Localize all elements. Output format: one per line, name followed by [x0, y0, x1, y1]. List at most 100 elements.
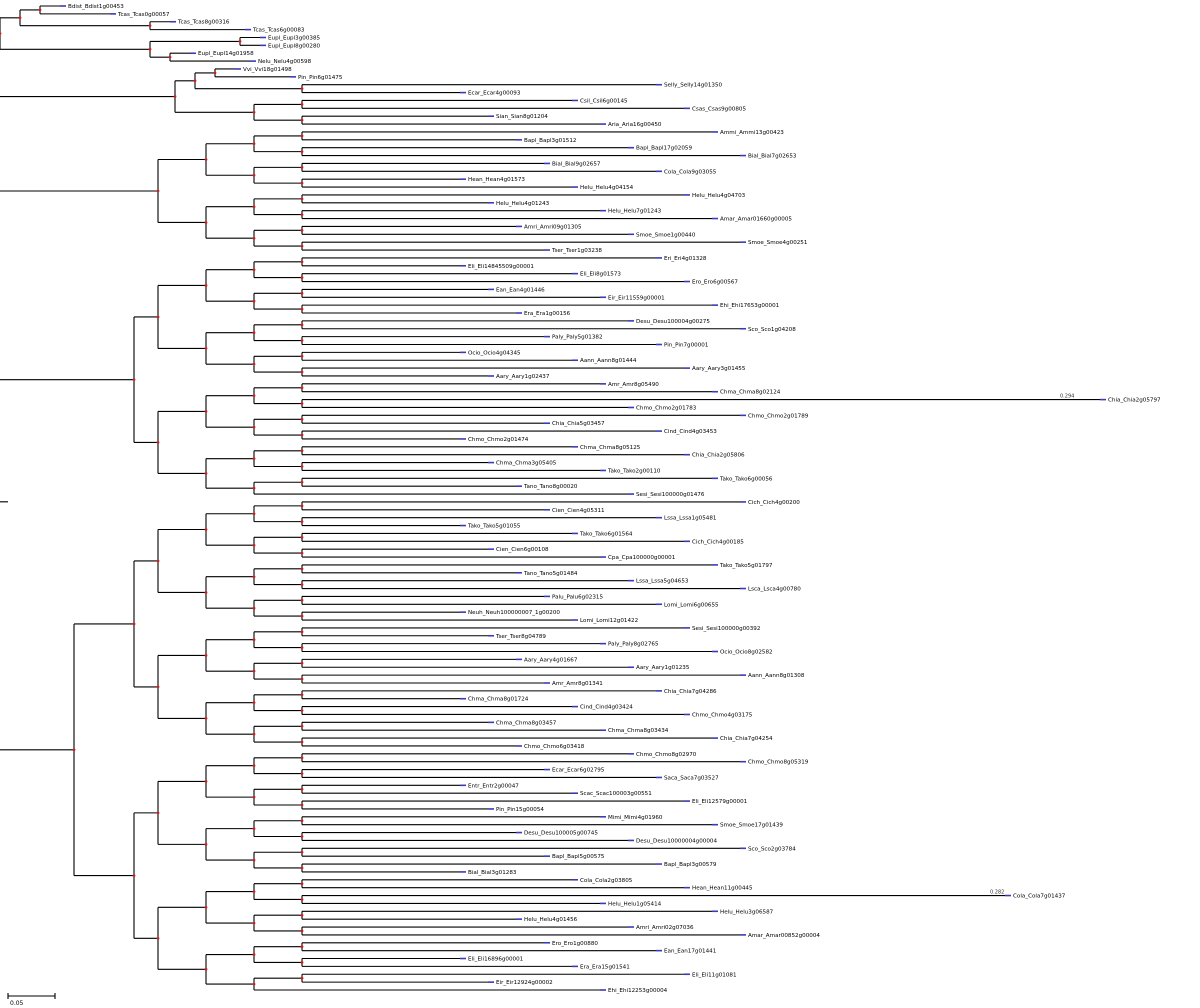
internal-node	[300, 976, 304, 980]
internal-node	[132, 622, 136, 626]
internal-node	[300, 819, 304, 823]
internal-node	[38, 8, 42, 12]
internal-node	[300, 598, 304, 602]
internal-node	[252, 512, 256, 516]
internal-node	[156, 685, 160, 689]
leaf-label: Chmo_Chmo2g01474	[468, 437, 529, 443]
leaf-label: Eli_Eli16896g00001	[468, 957, 524, 963]
internal-node	[204, 967, 208, 971]
internal-node	[252, 331, 256, 335]
leaf-label: Helu_Helu4g01456	[524, 917, 578, 923]
internal-node	[156, 559, 160, 563]
leaf-label: Eir_Eir11559g00001	[608, 295, 665, 301]
leaf-label: Lssa_Lssa1g05481	[664, 516, 717, 522]
leaf-label: Aary_Aary3g01455	[692, 366, 746, 372]
internal-node	[204, 591, 208, 594]
leaf-label: Scac_Scac100003g00551	[580, 791, 652, 797]
internal-node	[300, 480, 304, 484]
internal-node	[156, 189, 160, 193]
internal-node	[300, 402, 304, 405]
internal-node	[252, 606, 256, 610]
leaf-label: Paly_Paly5g01382	[552, 335, 603, 341]
internal-node	[204, 654, 208, 657]
internal-node	[204, 284, 208, 287]
internal-node	[156, 936, 160, 940]
internal-node	[300, 866, 304, 870]
leaf-label: Desu_Desu10000004g00004	[636, 838, 717, 844]
leaf-label: Tcas_Tcas6g00083	[252, 28, 305, 34]
leaf-label: Entr_Entr2g00047	[468, 783, 519, 789]
leaf-label: Amri_Amri02g07036	[636, 925, 694, 931]
leaf-label: Cpa_Cpa100000g00001	[608, 555, 676, 561]
internal-node	[252, 638, 256, 642]
internal-node	[204, 779, 208, 783]
leaf-label: Eli_Eli8g01573	[580, 272, 621, 278]
leaf-label: Eupl_Eupl8g00280	[268, 43, 321, 49]
leaf-label: Eupl_Eupl14g01958	[198, 51, 254, 57]
leaf-label: Amri_Amri09g01305	[524, 224, 582, 230]
internal-node	[300, 740, 304, 744]
leaf-label: Chia_Chia5g03457	[552, 421, 605, 427]
leaf-label: Aria_Aria16g00450	[608, 122, 662, 128]
leaf-label: Ocio_Ocio8g02582	[720, 650, 773, 656]
internal-node	[204, 158, 208, 161]
leaf-label: Helu_Helu1g05414	[608, 901, 662, 907]
leaf-label: Tako_Tako2g00110	[607, 468, 661, 474]
leaf-label: Csas_Csas9g00805	[692, 106, 746, 112]
leaf-label: Chma_Chma8g05125	[580, 445, 641, 451]
leaf-label: Helu_Helu7g01243	[608, 209, 662, 215]
internal-node	[156, 811, 160, 815]
internal-node	[300, 165, 304, 169]
branch-length-label: 0.282	[990, 890, 1004, 896]
leaf-label: Tako_Tako5g01055	[467, 524, 521, 530]
internal-node	[252, 486, 256, 490]
branch-length-label: 0.294	[1060, 394, 1074, 400]
leaf-label: Vvi_Vvi18g01498	[243, 67, 292, 73]
leaf-label: Aann_Aann8g01444	[580, 358, 637, 364]
internal-node	[72, 748, 76, 752]
leaf-label: Bapl_Bapl3g01512	[524, 138, 576, 144]
internal-node	[300, 520, 304, 524]
leaf-label: Chmo_Chmo4g03175	[692, 712, 753, 718]
internal-node	[252, 457, 256, 461]
leaf-label: Neuh_Neuh100000007_1g00200	[468, 610, 560, 616]
leaf-label: Amr_Amr8g01341	[552, 681, 603, 687]
leaf-label: Chma_Chma8g03457	[496, 720, 557, 726]
leaf-label: Ecar_Ecar4g00093	[468, 91, 521, 97]
internal-node	[300, 646, 304, 649]
leaf-label: Ecar_Ecar6g02795	[552, 768, 605, 774]
internal-node	[300, 535, 304, 539]
leaf-label: Helu_Helu3g06587	[720, 909, 774, 915]
internal-node	[300, 465, 304, 468]
internal-node	[238, 40, 242, 43]
leaf-label: Bapl_Bapl5g00575	[552, 854, 605, 860]
internal-node	[252, 732, 256, 736]
internal-node	[300, 835, 304, 838]
internal-node	[300, 850, 304, 854]
tree-branches	[0, 5, 1106, 991]
internal-node	[148, 47, 152, 51]
leaf-label: Chia_Chia2g05806	[692, 453, 745, 459]
internal-node	[204, 221, 208, 224]
leaf-label: Lsca_Lsca4g00780	[748, 587, 801, 593]
leaf-label: Lssa_Lssa5g04653	[636, 579, 689, 585]
internal-node	[300, 630, 304, 634]
leaf-label: Chia_Chia2g05797	[1108, 398, 1161, 404]
leaf-label: Aann_Aann8g01308	[748, 673, 805, 679]
internal-node	[300, 103, 304, 106]
leaf-label: Selly_Selly14g01350	[664, 83, 723, 89]
internal-node	[156, 441, 160, 444]
internal-node	[204, 905, 208, 909]
internal-node	[300, 260, 304, 264]
internal-node	[173, 95, 177, 98]
internal-node	[300, 197, 304, 201]
leaf-label: Ammi_Ammi13g00423	[720, 130, 784, 136]
leaf-label: Bial_Bial3g01283	[468, 870, 517, 876]
leaf-label: Eri_Eri4g01328	[664, 256, 707, 262]
internal-node	[252, 953, 256, 956]
internal-node	[300, 213, 304, 217]
leaf-label: Mimi_Mimi4g01960	[608, 815, 663, 821]
internal-node	[300, 323, 304, 327]
internal-node	[300, 567, 304, 571]
leaf-label: Cich_Cich4g00185	[692, 539, 744, 545]
